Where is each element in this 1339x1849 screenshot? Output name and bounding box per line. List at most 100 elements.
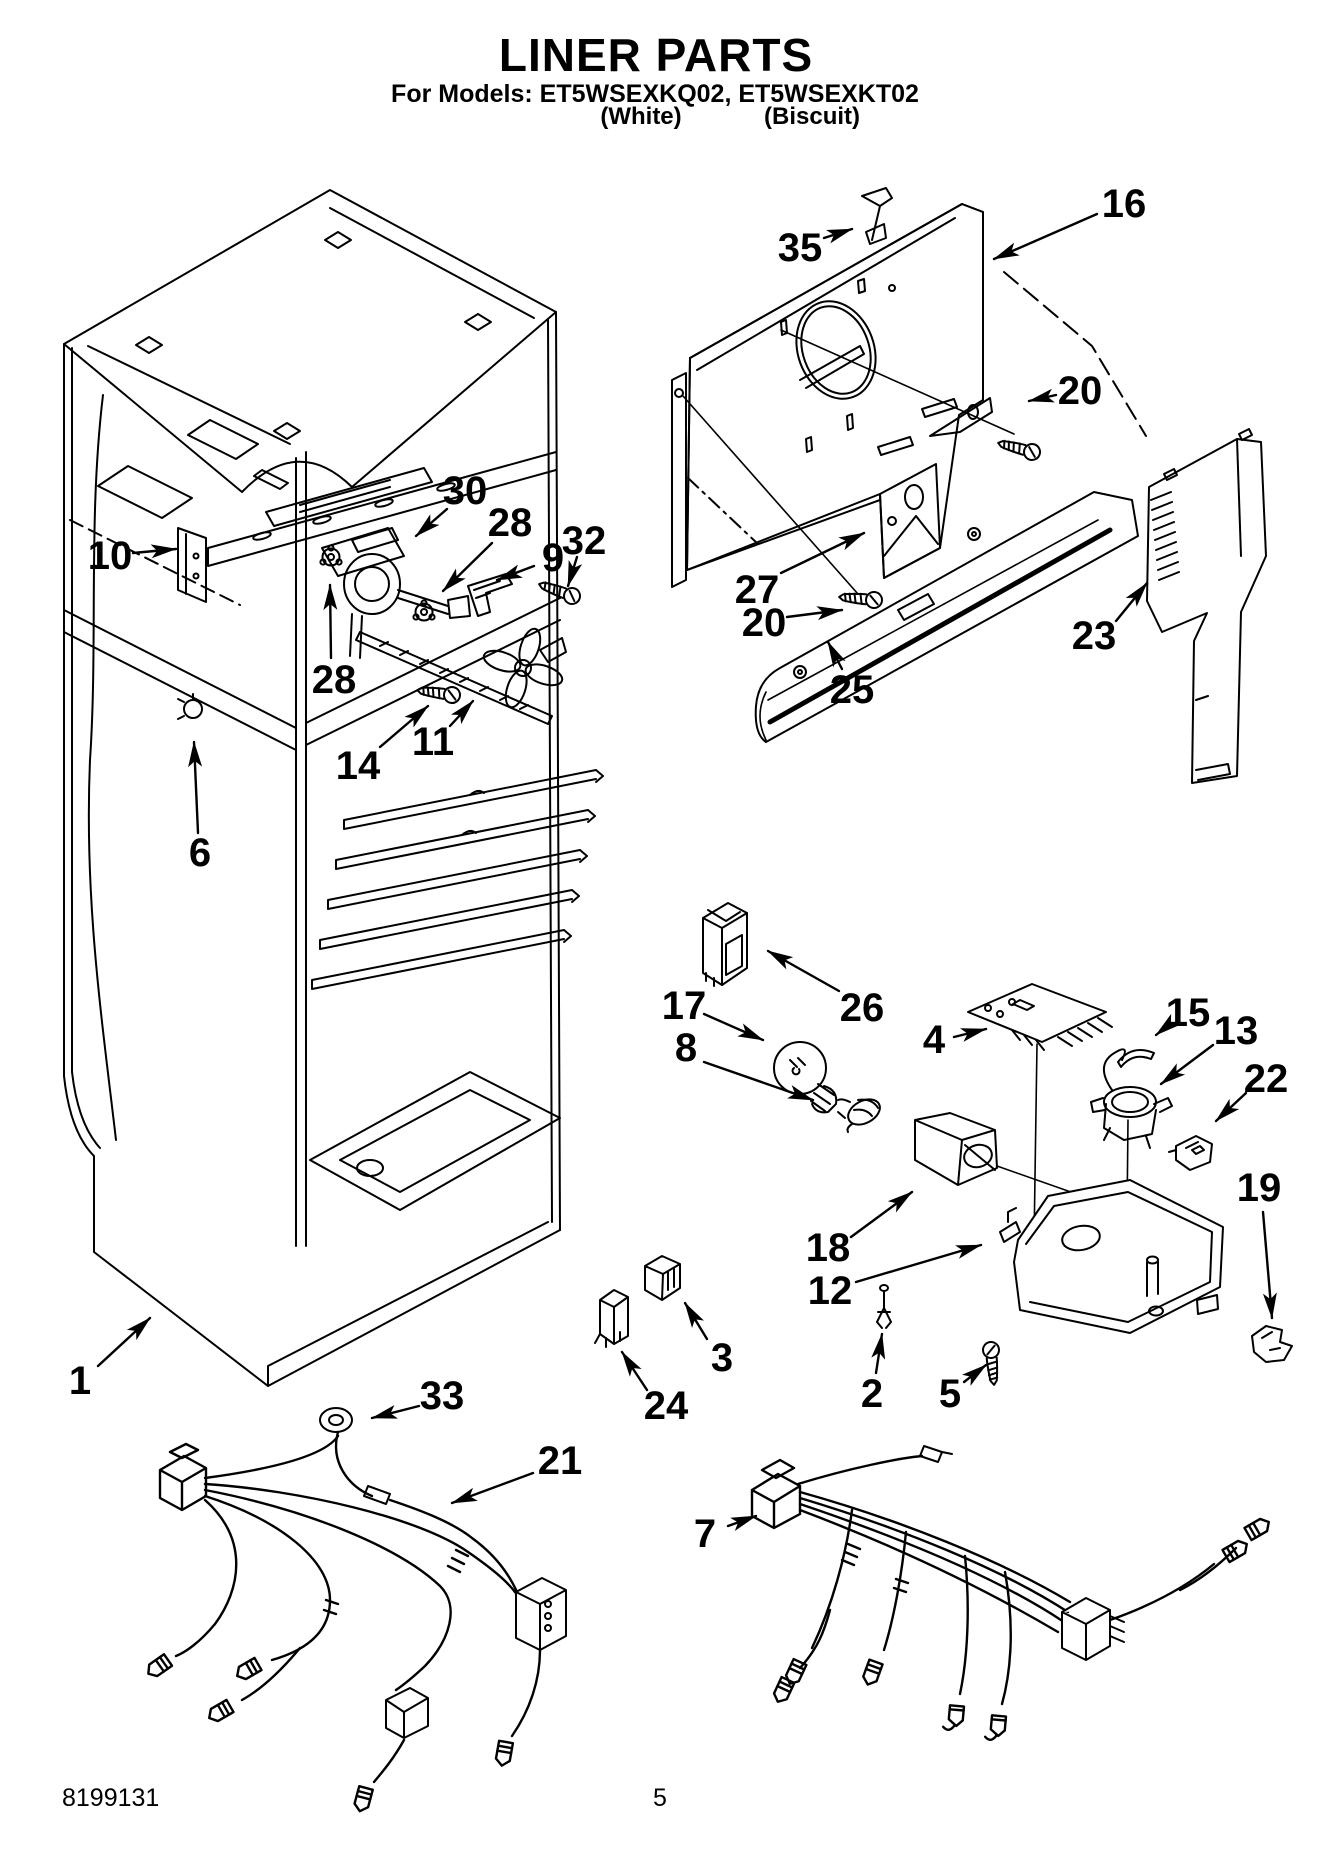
svg-text:6: 6 <box>189 831 211 875</box>
evaporator-fan-motor <box>321 527 471 659</box>
svg-text:13: 13 <box>1214 1009 1259 1053</box>
callout-15: 15 <box>1154 991 1211 1037</box>
clip-19 <box>1251 1325 1293 1363</box>
drain-tray-12 <box>999 1179 1224 1334</box>
callout-26: 26 <box>766 949 885 1030</box>
svg-text:14: 14 <box>336 744 381 788</box>
screw-32 <box>535 575 584 608</box>
callout-1: 1 <box>69 1316 152 1403</box>
svg-text:30: 30 <box>443 469 488 513</box>
callout-13: 13 <box>1159 1009 1259 1086</box>
models-line: For Models: ET5WSEXKQ02, ET5WSEXKT02 <box>391 80 919 108</box>
svg-text:21: 21 <box>538 1439 583 1483</box>
svg-text:8: 8 <box>675 1026 697 1070</box>
callout-33: 33 <box>370 1374 465 1420</box>
svg-text:22: 22 <box>1244 1057 1289 1101</box>
motor-bracket-9 <box>467 573 513 617</box>
svg-text:26: 26 <box>840 986 885 1030</box>
svg-text:3: 3 <box>711 1336 733 1380</box>
svg-text:12: 12 <box>808 1269 853 1313</box>
cover-24 <box>594 1289 629 1348</box>
defrost-board-4 <box>967 983 1113 1244</box>
svg-text:11: 11 <box>412 720 454 764</box>
screw-20a <box>995 434 1043 463</box>
svg-text:24: 24 <box>644 1384 689 1428</box>
callout-19: 19 <box>1237 1166 1282 1320</box>
callout-23: 23 <box>1072 581 1149 658</box>
callout-17: 17 <box>662 984 765 1042</box>
bracket-10 <box>177 527 207 603</box>
callout-30: 30 <box>414 469 488 538</box>
callout-20: 20 <box>742 601 844 645</box>
wire-harness-left <box>143 1434 567 1815</box>
callout-35: 35 <box>778 226 854 270</box>
svg-text:28: 28 <box>488 501 533 545</box>
svg-text:9: 9 <box>542 536 564 580</box>
svg-text:35: 35 <box>778 226 823 270</box>
svg-text:7: 7 <box>694 1512 716 1556</box>
svg-text:17: 17 <box>662 984 707 1028</box>
callout-24: 24 <box>620 1350 689 1428</box>
svg-text:33: 33 <box>420 1374 465 1418</box>
callout-32: 32 <box>562 519 607 588</box>
callout-14: 14 <box>336 704 430 788</box>
light-switch-26 <box>702 902 748 987</box>
wire-harness-right <box>750 1445 1274 1743</box>
callout-9: 9 <box>495 536 564 582</box>
callout-8: 8 <box>675 1026 815 1102</box>
svg-text:32: 32 <box>562 519 607 563</box>
svg-text:19: 19 <box>1237 1166 1282 1210</box>
svg-text:16: 16 <box>1102 182 1147 226</box>
callout-28: 28 <box>312 583 357 702</box>
switch-22 <box>1168 1135 1213 1171</box>
callout-2: 2 <box>861 1332 886 1416</box>
svg-text:2: 2 <box>861 1372 883 1416</box>
access-plate-27 <box>879 463 941 579</box>
svg-text:27: 27 <box>735 568 780 612</box>
evaporator-cover-panel <box>671 203 1147 595</box>
svg-text:23: 23 <box>1072 614 1117 658</box>
callout-4: 4 <box>923 1018 988 1062</box>
callout-5: 5 <box>939 1363 988 1416</box>
screw-14 <box>415 681 463 706</box>
connector-box-3 <box>644 1255 681 1301</box>
callout-12: 12 <box>808 1243 983 1313</box>
color-label-white: (White) <box>600 103 682 130</box>
svg-text:20: 20 <box>1058 369 1103 413</box>
callout-27: 27 <box>735 531 866 612</box>
light-bulb-8 <box>773 1041 846 1119</box>
callout-18: 18 <box>806 1190 914 1270</box>
svg-text:28: 28 <box>312 658 357 702</box>
clip-15 <box>1117 1049 1155 1068</box>
motor-bracket-channel <box>355 631 553 725</box>
bulb-socket-17 <box>837 1098 881 1133</box>
svg-text:25: 25 <box>830 668 875 712</box>
screw-5 <box>981 1340 1004 1387</box>
callout-21: 21 <box>450 1439 583 1505</box>
liner-shell <box>63 189 604 1387</box>
callout-25: 25 <box>826 640 875 712</box>
callout-7: 7 <box>694 1512 758 1556</box>
svg-text:5: 5 <box>939 1372 961 1416</box>
tape-flag-35 <box>861 187 893 245</box>
svg-text:20: 20 <box>742 601 787 645</box>
callout-10: 10 <box>88 534 178 578</box>
plug-button-6 <box>177 693 203 720</box>
svg-text:15: 15 <box>1166 991 1211 1035</box>
top-mount-rail <box>207 451 557 567</box>
screw-20b <box>837 587 884 610</box>
fan-blade <box>482 627 567 709</box>
page-number: 5 <box>653 1784 667 1812</box>
callout-22: 22 <box>1214 1057 1289 1123</box>
svg-text:10: 10 <box>88 534 133 578</box>
callout-6: 6 <box>188 740 211 875</box>
callout-3: 3 <box>683 1301 733 1380</box>
svg-text:4: 4 <box>923 1018 946 1062</box>
grommet-33 <box>319 1407 519 1594</box>
document-number: 8199131 <box>62 1784 160 1812</box>
svg-text:18: 18 <box>806 1226 851 1270</box>
svg-text:1: 1 <box>69 1359 91 1403</box>
page-title: LINER PARTS <box>498 29 814 81</box>
